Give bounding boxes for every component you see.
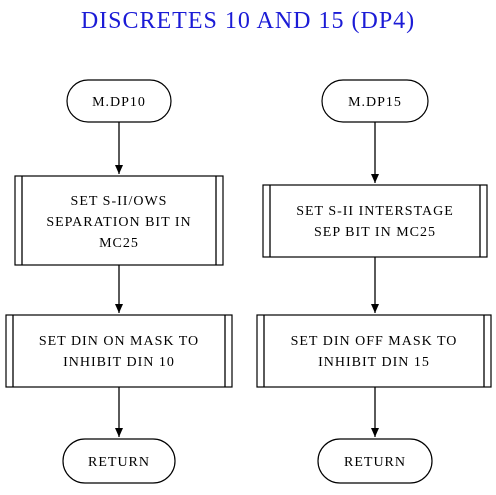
left-process-2 — [5, 314, 233, 388]
left-end-terminal — [62, 438, 176, 484]
left-process-2-line-1: SET DIN ON MASK TO — [39, 334, 199, 349]
right-process-1 — [262, 184, 488, 258]
right-end-label: RETURN — [344, 455, 406, 470]
left-process-1-line-3: MC25 — [99, 236, 139, 251]
right-process-2-line-2: INHIBIT DIN 15 — [318, 355, 430, 370]
right-process-2-line-1: SET DIN OFF MASK TO — [291, 334, 458, 349]
left-end-label: RETURN — [88, 455, 150, 470]
right-process-1-line-1: SET S-II INTERSTAGE — [296, 204, 454, 219]
left-process-2-line-2: INHIBIT DIN 10 — [63, 355, 175, 370]
right-start-label: M.DP15 — [348, 95, 402, 110]
left-process-1-line-1: SET S-II/OWS — [71, 194, 168, 209]
left-start-label: M.DP10 — [92, 95, 146, 110]
right-end-terminal — [317, 438, 433, 484]
right-process-1-line-2: SEP BIT IN MC25 — [314, 225, 436, 240]
left-flow: M.DP10 SET S-II/OWS SEPARATION BIT IN MC… — [5, 79, 233, 484]
right-flow: M.DP15 SET S-II INTERSTAGE SEP BIT IN MC… — [256, 79, 492, 484]
diagram-title: DISCRETES 10 AND 15 (DP4) — [80, 8, 416, 34]
right-process-2 — [256, 314, 492, 388]
left-process-1-line-2: SEPARATION BIT IN — [46, 215, 191, 230]
